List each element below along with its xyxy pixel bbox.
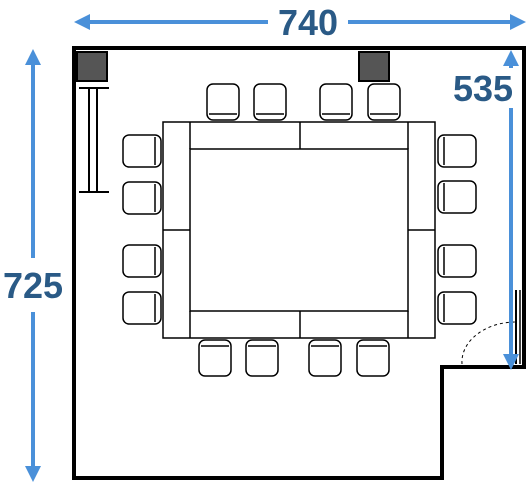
pillar-icon — [76, 51, 108, 82]
room-walls — [72, 46, 526, 480]
chairs — [122, 83, 477, 377]
dimension-width-label: 740 — [278, 2, 338, 43]
chair-icon — [437, 244, 477, 278]
chair-icon — [198, 339, 232, 377]
chair-icon — [122, 244, 162, 278]
dimension-partial-depth: 535 — [453, 50, 519, 370]
conference-table — [162, 121, 436, 339]
pillar-icon — [358, 51, 390, 82]
chair-icon — [319, 83, 353, 121]
dimension-depth-label: 725 — [3, 265, 63, 306]
chair-icon — [367, 83, 401, 121]
chair-icon — [356, 339, 390, 377]
chair-icon — [437, 291, 477, 325]
dimension-width: 740 — [74, 2, 526, 43]
chair-icon — [122, 291, 162, 325]
door-swing-icon — [461, 290, 521, 365]
chair-icon — [437, 134, 477, 168]
chair-icon — [308, 339, 342, 377]
chair-icon — [122, 181, 162, 215]
dimension-partial-depth-label: 535 — [453, 68, 513, 109]
chair-icon — [245, 339, 279, 377]
chair-icon — [122, 134, 162, 168]
chair-icon — [253, 83, 287, 121]
whiteboard-icon — [79, 87, 109, 193]
chair-icon — [206, 83, 240, 121]
dimension-depth: 725 — [3, 49, 63, 482]
chair-icon — [437, 180, 477, 214]
